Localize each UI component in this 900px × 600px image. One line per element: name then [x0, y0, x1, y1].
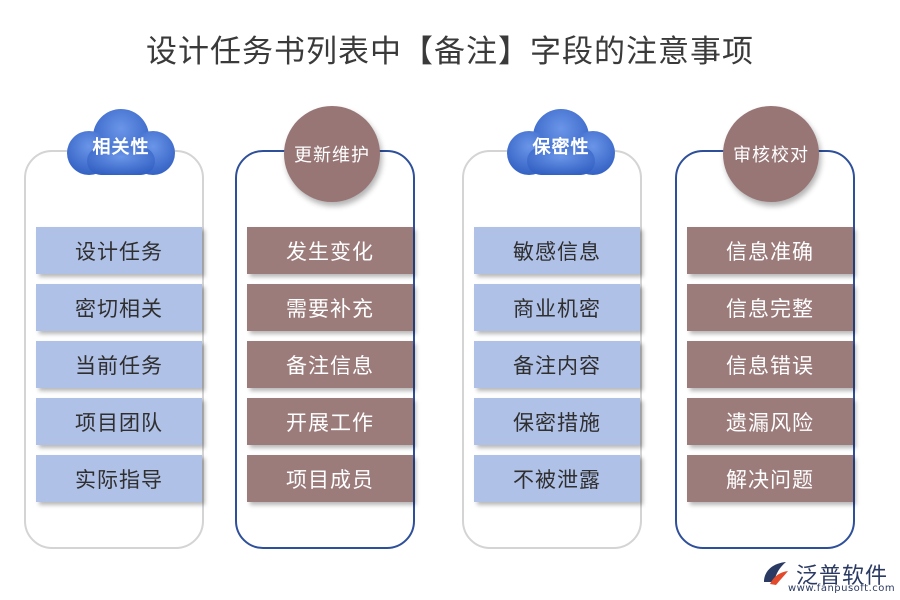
column-relevance: 设计任务 密切相关 当前任务 项目团队 实际指导 — [24, 150, 204, 549]
column-header-label: 相关性 — [92, 137, 150, 158]
list-item: 项目团队 — [36, 398, 202, 445]
column-review-check: 信息准确 信息完整 信息错误 遗漏风险 解决问题 — [675, 150, 855, 549]
list-item: 当前任务 — [36, 341, 202, 388]
circle-header-update: 更新维护 — [284, 106, 380, 202]
cloud-icon — [67, 109, 175, 175]
column-confidentiality: 敏感信息 商业机密 备注内容 保密措施 不被泄露 — [462, 150, 642, 549]
list-item: 备注信息 — [247, 341, 413, 388]
list-item: 保密措施 — [474, 398, 640, 445]
cloud-header-confidentiality: 保密性 — [499, 103, 623, 181]
list-item: 发生变化 — [247, 227, 413, 274]
column-update-maintenance: 发生变化 需要补充 备注信息 开展工作 项目成员 — [235, 150, 415, 549]
cloud-icon — [507, 109, 615, 175]
list-item: 项目成员 — [247, 455, 413, 502]
list-item: 设计任务 — [36, 227, 202, 274]
list-item: 商业机密 — [474, 284, 640, 331]
brand-logo-icon — [764, 562, 788, 585]
page-title: 设计任务书列表中【备注】字段的注意事项 — [146, 34, 754, 70]
circle-header-review: 审核校对 — [723, 106, 819, 202]
brand-name: 泛普软件 — [796, 564, 889, 589]
list-item: 信息准确 — [687, 227, 853, 274]
list-item: 敏感信息 — [474, 227, 640, 274]
list-item: 密切相关 — [36, 284, 202, 331]
brand-url: www.fanpusoft.com — [788, 583, 896, 594]
list-item: 实际指导 — [36, 455, 202, 502]
list-item: 遗漏风险 — [687, 398, 853, 445]
list-item: 信息完整 — [687, 284, 853, 331]
list-item: 需要补充 — [247, 284, 413, 331]
column-header-label: 审核校对 — [733, 145, 809, 166]
list-item: 备注内容 — [474, 341, 640, 388]
list-item: 开展工作 — [247, 398, 413, 445]
list-item: 解决问题 — [687, 455, 853, 502]
cloud-header-relevance: 相关性 — [59, 103, 183, 181]
column-header-label: 更新维护 — [294, 145, 370, 166]
column-header-label: 保密性 — [532, 137, 590, 158]
brand-logo: 泛普软件 www.fanpusoft.com — [738, 554, 898, 594]
list-item: 信息错误 — [687, 341, 853, 388]
list-item: 不被泄露 — [474, 455, 640, 502]
